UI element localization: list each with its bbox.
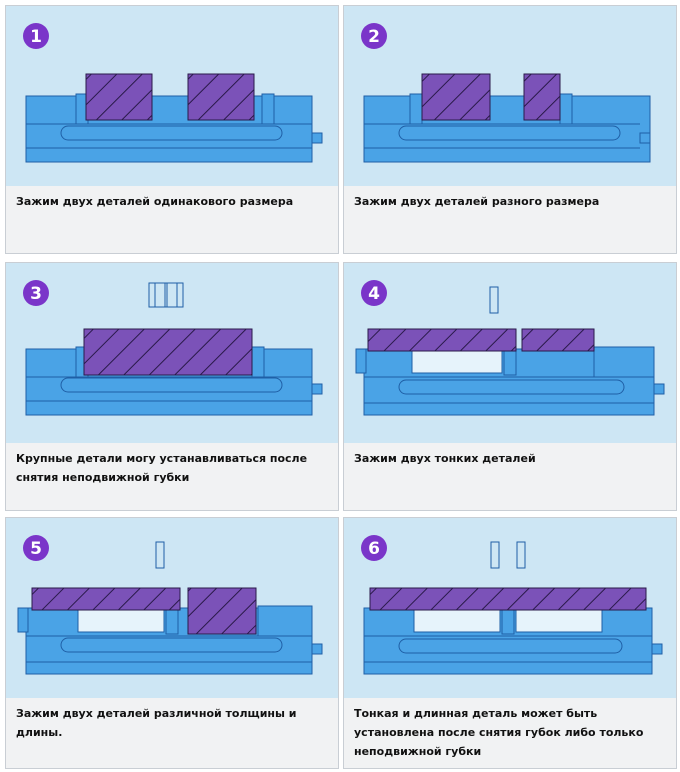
removed-jaw-outline bbox=[155, 541, 165, 569]
card-3: 3 Крупные детали могу устанавливаться по… bbox=[5, 262, 339, 511]
badge-number: 5 bbox=[30, 539, 42, 559]
number-badge: 5 bbox=[23, 535, 49, 561]
number-badge: 1 bbox=[23, 23, 49, 49]
illustration-1: 1 bbox=[6, 6, 338, 186]
vise bbox=[17, 605, 323, 675]
illustration-4: 4 bbox=[344, 263, 676, 443]
removed-jaw-outline bbox=[148, 282, 184, 308]
number-badge: 3 bbox=[23, 280, 49, 306]
workpieces bbox=[421, 73, 561, 121]
illustration-3: 3 bbox=[6, 263, 338, 443]
workpieces bbox=[367, 328, 595, 352]
number-badge: 6 bbox=[361, 535, 387, 561]
card-caption: Крупные детали могу устанавливаться посл… bbox=[16, 452, 308, 484]
card-4: 4 Зажим двух тонких деталей bbox=[343, 262, 677, 511]
illustration-2: 2 bbox=[344, 6, 676, 186]
card-caption: Зажим двух деталей различной толщины и д… bbox=[16, 707, 297, 739]
vise bbox=[363, 607, 663, 675]
card-caption: Тонкая и длинная деталь может быть устан… bbox=[354, 707, 644, 758]
card-2: 2 Зажим двух деталей разного размера bbox=[343, 5, 677, 254]
card-1: 1 Зажим двух деталей одинакового размера bbox=[5, 5, 339, 254]
card-6: 6 Тонкая и длинная деталь может быть уст… bbox=[343, 517, 677, 769]
vise bbox=[355, 346, 665, 416]
card-caption: Зажим двух тонких деталей bbox=[354, 452, 536, 465]
vise bbox=[25, 93, 323, 163]
workpieces bbox=[85, 73, 255, 121]
badge-number: 2 bbox=[368, 27, 380, 47]
workpieces bbox=[31, 587, 257, 635]
vise bbox=[363, 93, 651, 163]
card-caption: Зажим двух деталей одинакового размера bbox=[16, 195, 294, 208]
number-badge: 2 bbox=[361, 23, 387, 49]
badge-number: 3 bbox=[30, 284, 42, 304]
removed-jaw-outline bbox=[489, 286, 499, 314]
workpieces bbox=[369, 587, 647, 611]
badge-number: 1 bbox=[30, 27, 42, 47]
illustration-5: 5 bbox=[6, 518, 338, 698]
badge-number: 4 bbox=[368, 284, 380, 304]
workpieces bbox=[83, 328, 253, 376]
number-badge: 4 bbox=[361, 280, 387, 306]
illustration-6: 6 bbox=[344, 518, 676, 698]
card-caption: Зажим двух деталей разного размера bbox=[354, 195, 600, 208]
removed-jaw-outline bbox=[490, 541, 526, 569]
card-5: 5 Зажим двух деталей различной то bbox=[5, 517, 339, 769]
badge-number: 6 bbox=[368, 539, 380, 559]
